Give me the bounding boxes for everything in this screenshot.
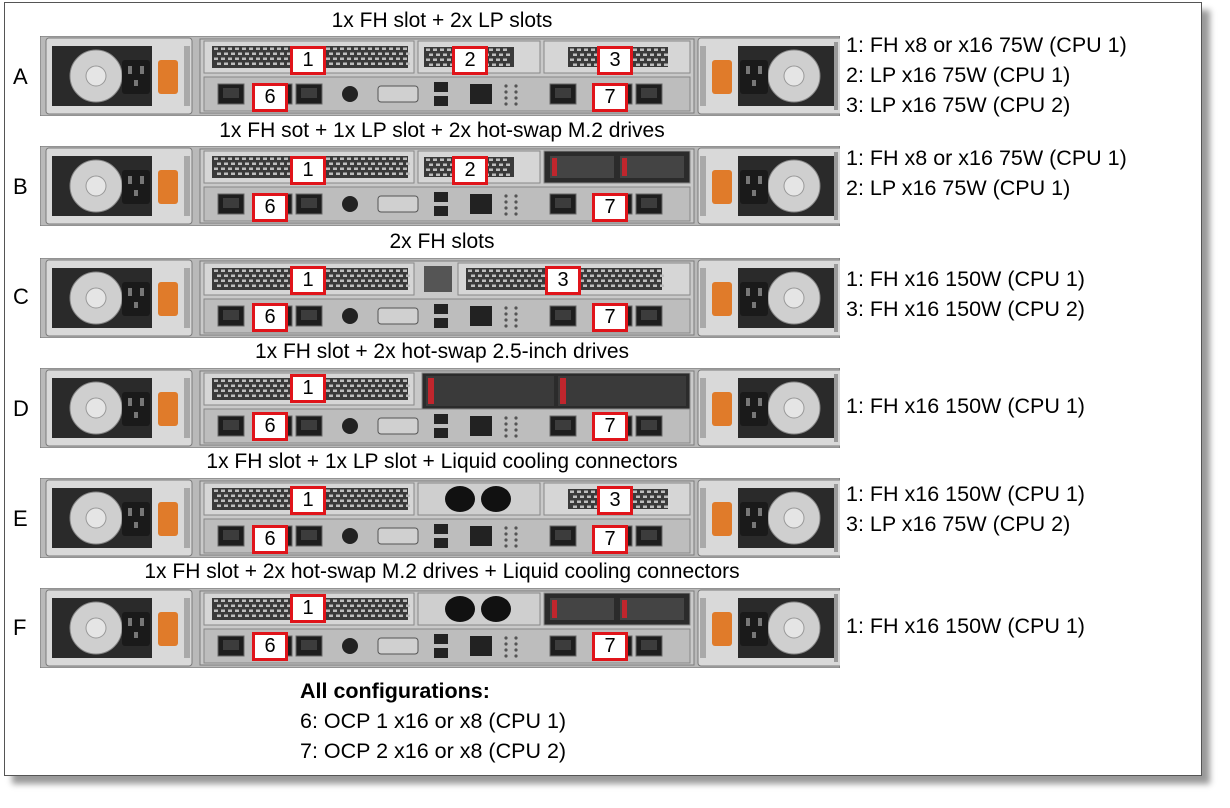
slot-number-badge: 1 — [290, 374, 326, 403]
config-letter: A — [13, 64, 28, 89]
slot-description-line: 1: FH x16 150W (CPU 1) — [846, 482, 1085, 506]
slot-number-badge: 7 — [592, 525, 628, 554]
config-title: 1x FH slot + 2x hot-swap 2.5-inch drives — [254, 340, 630, 363]
config-title: 2x FH slots — [389, 230, 495, 253]
slot-description-line: 3: FH x16 150W (CPU 2) — [846, 297, 1085, 321]
config-title: 1x FH slot + 2x LP slots — [331, 9, 553, 32]
slot-number-badge: 7 — [592, 412, 628, 441]
footer-header: All configurations: — [300, 679, 490, 703]
slot-number-badge: 6 — [252, 525, 288, 554]
slot-number-badge: 6 — [252, 83, 288, 112]
server-rear-view: 1 2 3 6 7 — [40, 36, 840, 116]
slot-description-line: 2: LP x16 75W (CPU 1) — [846, 63, 1071, 87]
slot-descriptions: 1: FH x8 or x16 75W (CPU 1) 2: LP x16 75W… — [846, 143, 1127, 203]
slot-number-badge: 1 — [290, 266, 326, 295]
config-letter: E — [13, 506, 28, 531]
slot-number-badge: 1 — [290, 156, 326, 185]
config-letter: F — [13, 615, 27, 640]
slot-number-badge: 1 — [290, 486, 326, 515]
slot-number-badge: 7 — [592, 303, 628, 332]
config-title: 1x FH sot + 1x LP slot + 2x hot-swap M.2… — [219, 119, 665, 142]
slot-description-line: 1: FH x16 150W (CPU 1) — [846, 394, 1085, 418]
config-title: 1x FH slot + 2x hot-swap M.2 drives + Li… — [144, 560, 740, 583]
slot-description-line: 1: FH x8 or x16 75W (CPU 1) — [846, 33, 1127, 57]
server-rear-view: 1 2 6 7 — [40, 146, 840, 226]
slot-description-line: 2: LP x16 75W (CPU 1) — [846, 176, 1071, 200]
server-rear-view: 1 3 6 7 — [40, 258, 840, 338]
slot-number-badge: 7 — [592, 193, 628, 222]
slot-number-badge: 1 — [290, 46, 326, 75]
config-letter: B — [13, 174, 28, 199]
slot-number-badge: 3 — [597, 46, 633, 75]
config-title: 1x FH slot + 1x LP slot + Liquid cooling… — [206, 450, 678, 473]
footer-line-ocp2: 7: OCP 2 x16 or x8 (CPU 2) — [300, 739, 567, 763]
slot-number-badge: 6 — [252, 303, 288, 332]
config-letter: C — [13, 284, 29, 309]
slot-descriptions: 1: FH x16 150W (CPU 1) — [846, 611, 1085, 641]
slot-number-badge: 6 — [252, 632, 288, 661]
slot-description-line: 1: FH x16 150W (CPU 1) — [846, 614, 1085, 638]
footer-notes: All configurations: 6: OCP 1 x16 or x8 (… — [300, 676, 566, 766]
server-rear-view: 1 3 6 7 — [40, 478, 840, 558]
slot-number-badge: 7 — [592, 632, 628, 661]
footer-line-ocp1: 6: OCP 1 x16 or x8 (CPU 1) — [300, 709, 567, 733]
slot-description-line: 1: FH x16 150W (CPU 1) — [846, 267, 1085, 291]
slot-number-badge: 1 — [290, 594, 326, 623]
slot-description-line: 1: FH x8 or x16 75W (CPU 1) — [846, 146, 1127, 170]
slot-number-badge: 7 — [592, 83, 628, 112]
slot-descriptions: 1: FH x16 150W (CPU 1) 3: LP x16 75W (CPU… — [846, 479, 1085, 539]
slot-number-badge: 3 — [597, 486, 633, 515]
config-letter: D — [13, 396, 29, 421]
slot-description-line: 3: LP x16 75W (CPU 2) — [846, 512, 1071, 536]
slot-number-badge: 6 — [252, 412, 288, 441]
slot-number-badge: 6 — [252, 193, 288, 222]
slot-descriptions: 1: FH x16 150W (CPU 1) 3: FH x16 150W (CP… — [846, 264, 1085, 324]
slot-description-line: 3: LP x16 75W (CPU 2) — [846, 93, 1071, 117]
slot-number-badge: 2 — [452, 46, 488, 75]
slot-descriptions: 1: FH x16 150W (CPU 1) — [846, 391, 1085, 421]
slot-number-badge: 2 — [452, 156, 488, 185]
slot-descriptions: 1: FH x8 or x16 75W (CPU 1) 2: LP x16 75W… — [846, 30, 1127, 120]
slot-number-badge: 3 — [545, 266, 581, 295]
